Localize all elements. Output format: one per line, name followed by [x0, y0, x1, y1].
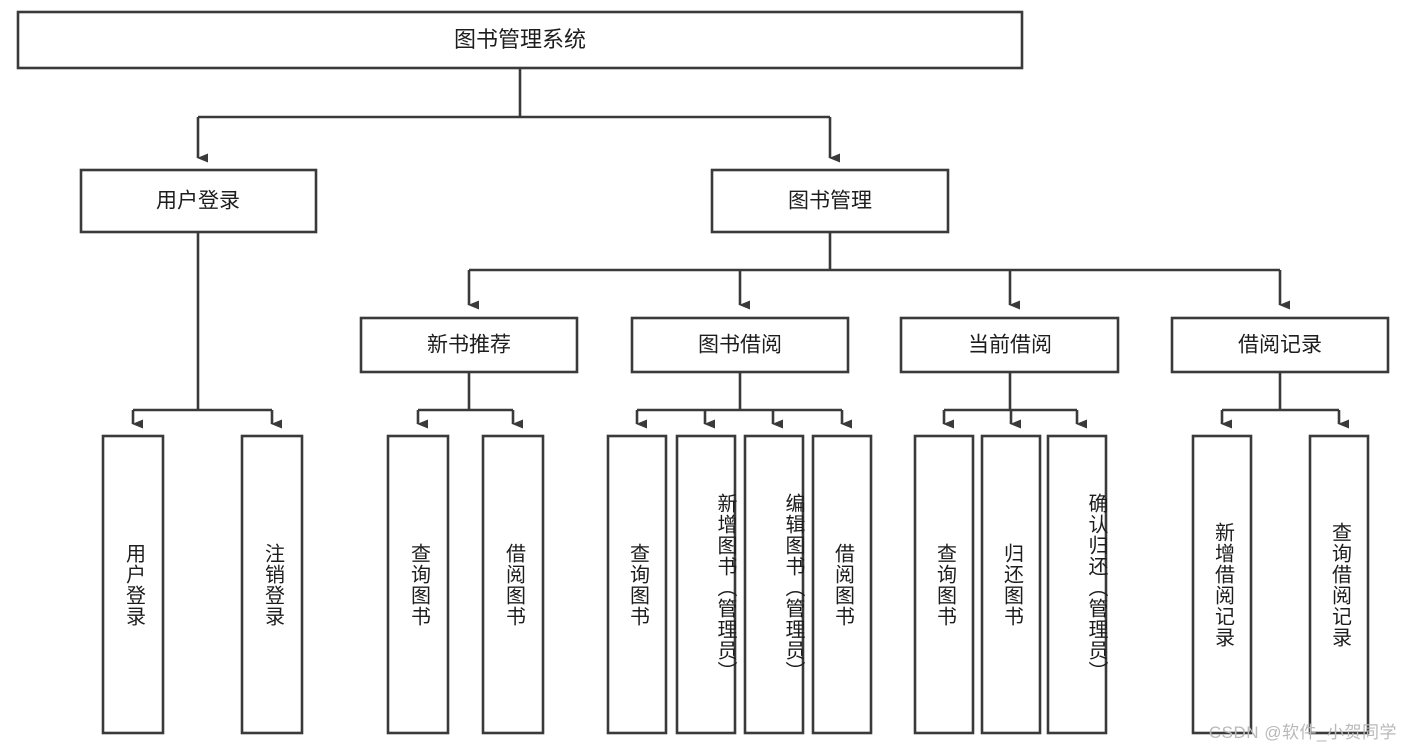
node-root-box[interactable] [16, 10, 1024, 70]
node-borrow-record[interactable]: 借阅记录 [1170, 316, 1390, 374]
leaf-box-borrow-record-0[interactable] [1191, 434, 1253, 735]
leaf-box-book-borrow-2[interactable] [743, 434, 805, 735]
leaf-box-user-login-1[interactable] [240, 434, 304, 735]
node-new-book-recommend-box[interactable] [359, 316, 579, 374]
leaf-boxes-current-borrow [913, 434, 1108, 735]
connector-group-book-borrow [635, 372, 852, 429]
node-book-borrow[interactable]: 图书借阅 [630, 316, 850, 374]
node-user-login-label: 用户登录 [156, 190, 240, 213]
connector-group-user-login [131, 232, 282, 429]
node-borrow-record-label: 借阅记录 [1238, 334, 1322, 357]
node-book-borrow-box[interactable] [630, 316, 850, 374]
leaf-box-user-login-0[interactable] [101, 434, 165, 735]
connector-group-new-book [416, 372, 523, 429]
connector-group-current-borrow [942, 372, 1087, 429]
connector-group-book-manage [467, 232, 1290, 310]
node-borrow-record-box[interactable] [1170, 316, 1390, 374]
leaf-box-book-borrow-3[interactable] [811, 434, 873, 735]
leaf-boxes-user-login [101, 434, 304, 735]
node-current-borrow[interactable]: 当前借阅 [899, 316, 1120, 374]
node-new-book-recommend-label: 新书推荐 [427, 334, 511, 357]
node-current-borrow-label: 当前借阅 [968, 334, 1052, 357]
leaf-box-new-book-0[interactable] [386, 434, 450, 735]
node-root[interactable]: 图书管理系统 [16, 10, 1024, 70]
node-user-login[interactable]: 用户登录 [79, 168, 318, 234]
node-new-book-recommend[interactable]: 新书推荐 [359, 316, 579, 374]
leaf-boxes-book-borrow [606, 434, 873, 735]
leaf-box-new-book-1[interactable] [481, 434, 545, 735]
node-current-borrow-box[interactable] [899, 316, 1120, 374]
node-book-manage-label: 图书管理 [788, 190, 872, 213]
leaf-box-book-borrow-1[interactable] [675, 434, 737, 735]
leaf-box-borrow-record-1[interactable] [1308, 434, 1370, 735]
connector-group-borrow-record [1220, 372, 1349, 429]
leaf-boxes-borrow-record [1191, 434, 1370, 735]
leaf-box-book-borrow-0[interactable] [606, 434, 668, 735]
connector-group-root [196, 68, 840, 163]
node-user-login-box[interactable] [79, 168, 318, 234]
node-book-manage[interactable]: 图书管理 [710, 168, 950, 234]
node-book-borrow-label: 图书借阅 [698, 334, 782, 357]
leaf-box-current-borrow-0[interactable] [913, 434, 975, 735]
node-root-label: 图书管理系统 [454, 27, 586, 52]
leaf-boxes-new-book-recommend [386, 434, 545, 735]
leaf-box-current-borrow-1[interactable] [980, 434, 1042, 735]
node-book-manage-box[interactable] [710, 168, 950, 234]
leaf-box-current-borrow-2[interactable] [1046, 434, 1108, 735]
watermark: CSDN @软件_小贺同学 [1208, 723, 1397, 742]
